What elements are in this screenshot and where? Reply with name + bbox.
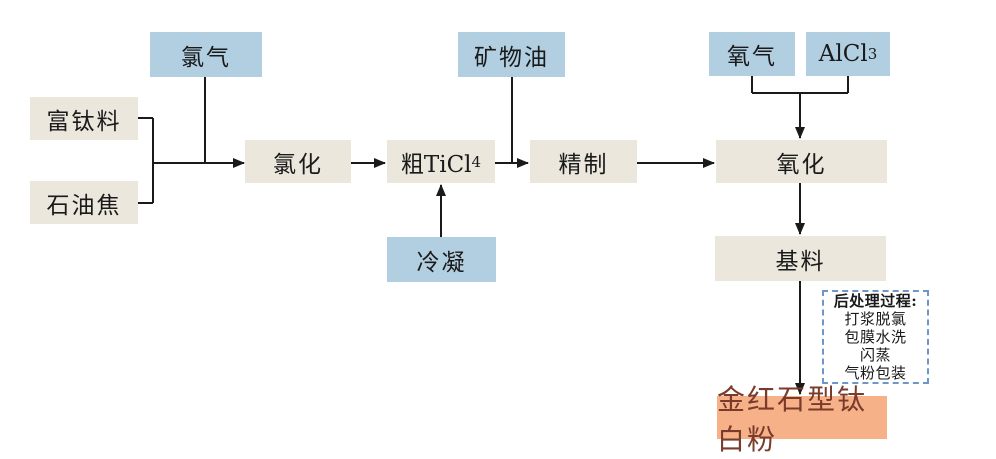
post-treatment-item: 气粉包装 — [844, 364, 907, 382]
node-petroleum-coke: 石油焦 — [30, 181, 138, 224]
post-treatment-note: 后处理过程: 打浆脱氯 包膜水洗 闪蒸 气粉包装 — [822, 290, 929, 384]
node-titanium-rich-material: 富钛料 — [30, 97, 138, 140]
node-petroleum-coke-label: 石油焦 — [46, 192, 122, 219]
oxygen-alcl3-bracket — [751, 76, 849, 94]
post-treatment-title: 后处理过程: — [833, 292, 918, 310]
node-condensation: 冷凝 — [387, 237, 496, 282]
node-condensation-label: 冷凝 — [416, 249, 467, 276]
node-oxidation-label: 氧化 — [776, 151, 827, 178]
node-oxidation: 氧化 — [716, 140, 887, 183]
node-oxygen-label: 氧气 — [727, 44, 777, 70]
node-mineral-oil-label: 矿物油 — [474, 44, 549, 71]
node-rutile-titanium-dioxide: 金红石型钛白粉 — [717, 383, 887, 456]
node-alcl3-label: AlCl — [818, 41, 868, 67]
node-base-material-label: 基料 — [775, 248, 826, 275]
node-chlorine-gas-label: 氯气 — [181, 44, 231, 71]
post-treatment-item: 打浆脱氯 — [844, 310, 907, 328]
node-refining-label: 精制 — [558, 151, 609, 178]
post-treatment-item: 包膜水洗 — [844, 328, 907, 346]
node-base-material: 基料 — [715, 236, 886, 281]
node-titanium-rich-material-label: 富钛料 — [46, 108, 122, 135]
node-rutile-titanium-dioxide-label: 金红石型钛白粉 — [717, 382, 868, 456]
node-refining: 精制 — [530, 140, 637, 183]
node-crude-ticl4-label: 粗TiCl — [400, 151, 472, 178]
node-mineral-oil: 矿物油 — [458, 32, 565, 77]
node-chlorination-label: 氯化 — [273, 151, 323, 178]
node-chlorine-gas: 氯气 — [150, 32, 262, 77]
post-treatment-item: 闪蒸 — [859, 346, 891, 364]
feed-bracket-line — [138, 117, 154, 204]
node-chlorination: 氯化 — [245, 140, 351, 183]
node-oxygen: 氧气 — [709, 32, 795, 76]
